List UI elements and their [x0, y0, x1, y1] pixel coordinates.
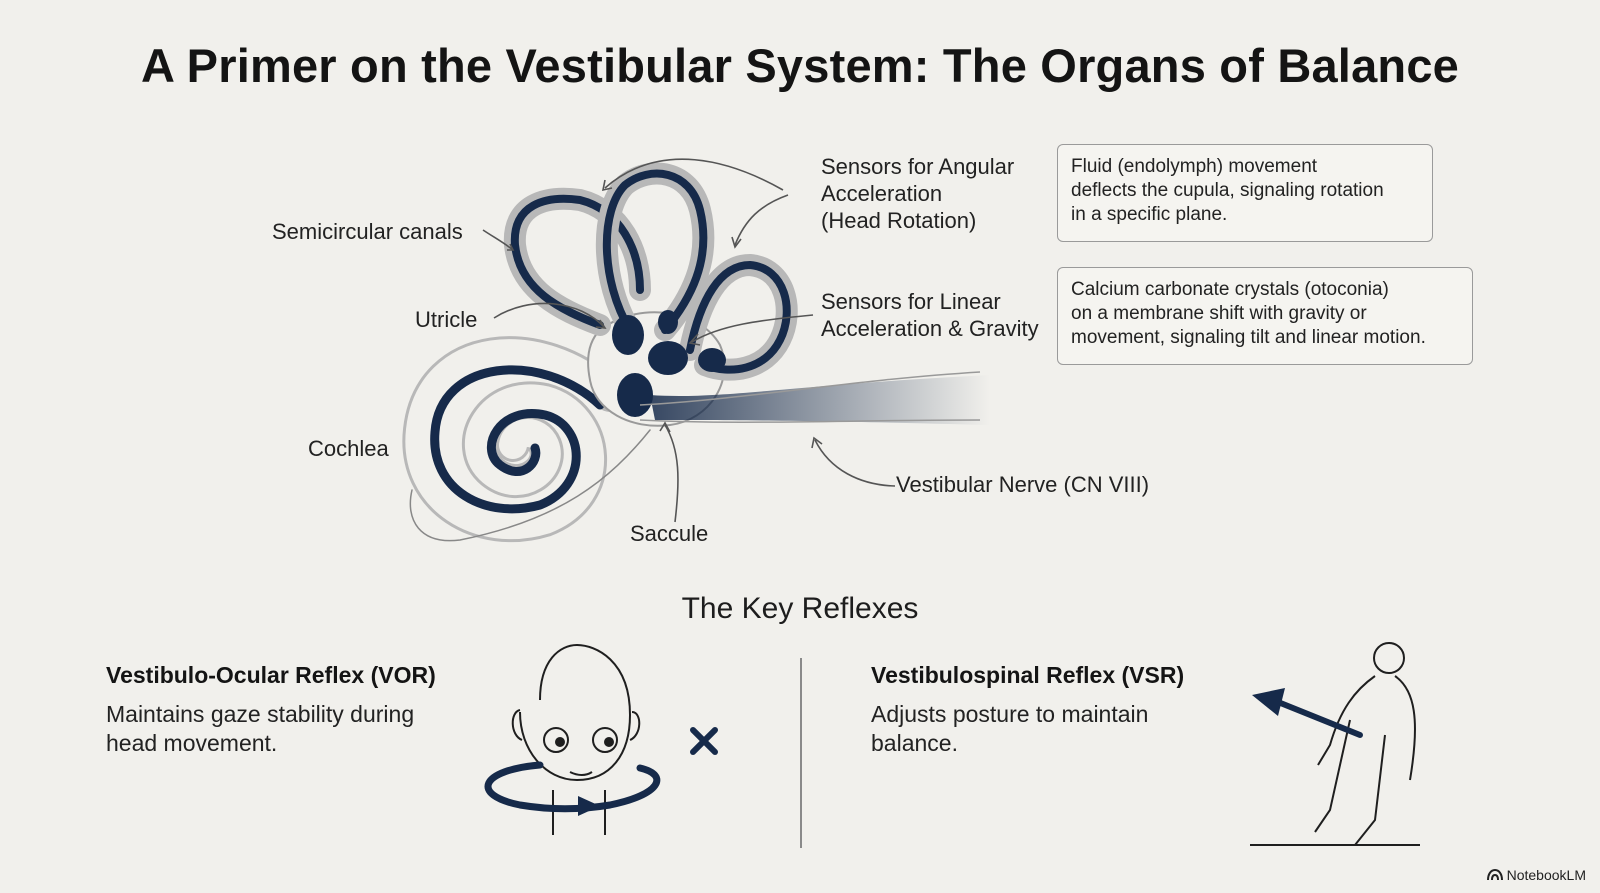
pointer-lines	[482, 158, 896, 523]
ampullae-shapes	[612, 310, 726, 417]
label-linear-sensors-line-2: Acceleration & Gravity	[821, 316, 1039, 341]
label-cochlea: Cochlea	[308, 436, 389, 461]
info-box-angular-line-1: Fluid (endolymph) movement	[1071, 156, 1318, 177]
head-rotation-icon	[511, 643, 641, 835]
label-linear-sensors-line-1: Sensors for Linear	[821, 289, 1001, 314]
semicircular-canals-shape	[503, 162, 798, 381]
info-box-linear-line-2: on a membrane shift with gravity or	[1071, 303, 1367, 324]
info-box-angular-line-2: deflects the cupula, signaling rotation	[1071, 180, 1384, 201]
vestibular-nerve-shape	[639, 371, 990, 425]
info-box-linear-line-1: Calcium carbonate crystals (otoconia)	[1071, 279, 1389, 300]
label-saccule: Saccule	[630, 521, 709, 546]
page-title: A Primer on the Vestibular System: The O…	[141, 39, 1459, 92]
vor-description-line-1: Maintains gaze stability during	[106, 701, 415, 727]
balance-arrow-icon	[1252, 688, 1363, 738]
brand-name: NotebookLM	[1506, 867, 1586, 883]
vor-description: Maintains gaze stability during head mov…	[106, 700, 414, 758]
label-angular-sensors-line-3: (Head Rotation)	[821, 208, 977, 233]
standing-figure-icon	[1250, 642, 1420, 846]
notebooklm-logo-icon	[1486, 869, 1503, 881]
section-divider	[800, 658, 802, 848]
label-angular-sensors: Sensors for Angular Acceleration (Head R…	[821, 153, 1014, 234]
vsr-description-line-1: Adjusts posture to maintain	[871, 701, 1149, 727]
brand-footer: NotebookLM	[1486, 867, 1586, 883]
label-vestibular-nerve: Vestibular Nerve (CN VIII)	[896, 472, 1150, 497]
head-rotation-arrow	[484, 761, 661, 813]
label-utricle: Utricle	[415, 307, 478, 332]
info-box-angular-line-3: in a specific plane.	[1071, 204, 1228, 225]
cochlea-shape	[402, 336, 651, 543]
vor-description-line-2: head movement.	[106, 730, 278, 756]
x-mark-icon	[690, 727, 718, 755]
info-box-linear: Calcium carbonate crystals (otoconia) on…	[1057, 267, 1473, 365]
vsr-description: Adjusts posture to maintain balance.	[871, 700, 1148, 758]
info-box-angular: Fluid (endolymph) movement deflects the …	[1057, 144, 1433, 242]
vsr-title: Vestibulospinal Reflex (VSR)	[871, 662, 1185, 688]
info-box-linear-line-3: movement, signaling tilt and linear moti…	[1071, 327, 1426, 348]
label-linear-sensors: Sensors for Linear Acceleration & Gravit…	[821, 288, 1039, 342]
label-angular-sensors-line-1: Sensors for Angular	[821, 154, 1015, 179]
section-title-key-reflexes: The Key Reflexes	[681, 592, 919, 625]
label-angular-sensors-line-2: Acceleration	[821, 181, 943, 206]
head-rotation-arrowhead	[578, 796, 600, 816]
vsr-description-line-2: balance.	[871, 730, 958, 756]
label-semicircular-canals: Semicircular canals	[272, 219, 463, 244]
vor-title: Vestibulo-Ocular Reflex (VOR)	[106, 662, 436, 688]
